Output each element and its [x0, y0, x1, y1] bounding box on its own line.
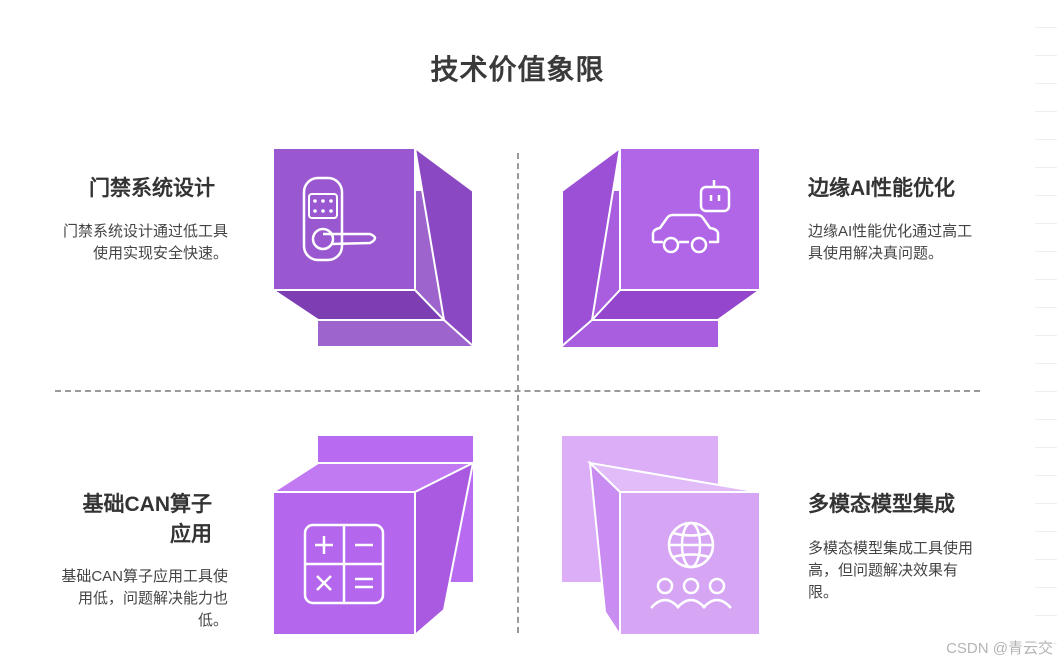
quadrant-title-access-control: 门禁系统设计 — [89, 177, 215, 200]
vertical-axis-divider — [517, 153, 519, 633]
quadrant-title-edge-ai: 边缘AI性能优化 — [808, 177, 955, 200]
horizontal-axis-divider — [55, 390, 980, 392]
quadrant-desc-can-operator: 基础CAN算子应用工具使用低，问题解决能力也低。 — [61, 568, 228, 629]
quadrant-title-can-operator: 基础CAN算子 应用 — [50, 490, 213, 550]
quadrant-desc-access-control: 门禁系统设计通过低工具使用实现安全快速。 — [62, 223, 228, 262]
watermark: CSDN @青云交 — [946, 640, 1053, 657]
quadrant-desc-edge-ai: 边缘AI性能优化通过高工具使用解决真问题。 — [808, 223, 973, 262]
diagram-title: 技术价值象限 — [430, 54, 605, 85]
calculator-icon — [303, 523, 385, 605]
page-edge-ruler — [1035, 0, 1057, 666]
globe-people-icon — [650, 521, 732, 609]
door-lock-icon — [302, 176, 377, 262]
quadrant-desc-multimodal: 多模态模型集成工具使用高，但问题解决效果有限。 — [808, 540, 974, 601]
robot-car-icon — [651, 180, 731, 254]
quadrant-title-multimodal: 多模态模型集成 — [808, 493, 955, 516]
quadrant-title-line-1: 基础CAN算子 — [82, 493, 213, 516]
quadrant-title-line-2: 应用 — [170, 523, 212, 546]
